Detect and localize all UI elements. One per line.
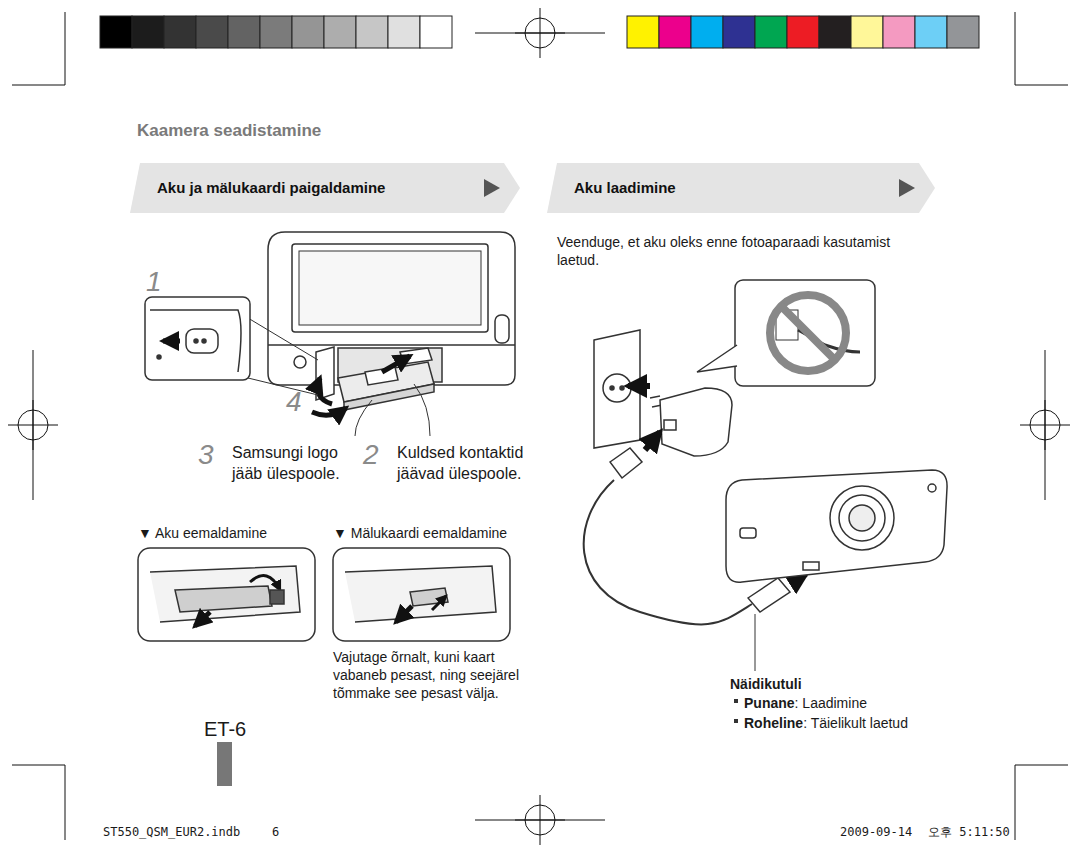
section-banner: Aku ja mälukaardi paigaldamine <box>130 163 520 213</box>
banner-heading: Aku laadimine <box>547 163 935 213</box>
color-patch <box>755 16 787 48</box>
indicator-color: Roheline <box>744 714 803 732</box>
indicator-state: : Täielikult laetud <box>803 714 908 732</box>
registration-mark <box>8 350 58 500</box>
color-patch <box>691 16 723 48</box>
color-patch <box>851 16 883 48</box>
indicator-color: Punane <box>744 694 795 712</box>
crop-mark <box>65 765 66 840</box>
sub-heading: ▼ Aku eemaldamine <box>138 524 267 542</box>
crop-mark <box>65 12 66 85</box>
crop-mark <box>1015 765 1016 840</box>
plug-arrow <box>628 383 650 389</box>
sub-heading: ▼ Mälukaardi eemaldamine <box>333 524 507 542</box>
color-patch <box>196 16 228 48</box>
registration-mark <box>475 795 605 845</box>
color-patch <box>723 16 755 48</box>
crop-mark <box>1015 85 1068 86</box>
color-patch <box>787 16 819 48</box>
step-number: 1 <box>146 264 162 300</box>
indicator-heading: Näidikutuli <box>730 675 802 693</box>
color-patch <box>388 16 420 48</box>
warning-inset <box>697 280 875 386</box>
color-patch <box>915 16 947 48</box>
color-patch <box>100 16 132 48</box>
print-time: 오후 5:11:50 <box>928 825 1010 841</box>
color-patch <box>659 16 691 48</box>
color-patch <box>420 16 452 48</box>
insert-arrow <box>318 378 332 404</box>
print-page: 6 <box>272 825 279 841</box>
camera-back <box>268 232 515 410</box>
printer-marks <box>8 8 1070 845</box>
step-number: 2 <box>363 437 379 473</box>
step-note: Kuldsed kontaktid jäävad ülespoole. <box>397 443 539 485</box>
leader-line <box>755 614 756 671</box>
page-number: ET-6 <box>204 716 246 742</box>
charger <box>650 388 732 456</box>
plug-arrow <box>645 432 660 450</box>
bullet-marks <box>734 699 738 723</box>
banner-heading: Aku ja mälukaardi paigaldamine <box>130 163 520 213</box>
close-arrow <box>312 408 346 415</box>
color-patch <box>356 16 388 48</box>
color-patch <box>627 16 659 48</box>
print-file: ST550_QSM_EUR2.indb <box>103 825 240 841</box>
color-patch <box>819 16 851 48</box>
insert-arrow <box>382 356 410 372</box>
section-title: Kaamera seadistamine <box>137 121 321 141</box>
color-patch <box>883 16 915 48</box>
intro-note: Veenduge, et aku oleks enne fotoaparaadi… <box>557 233 935 269</box>
crop-mark <box>1015 765 1068 766</box>
crop-mark <box>12 765 65 766</box>
step-number: 4 <box>286 384 302 420</box>
crop-mark <box>12 85 65 86</box>
color-patch <box>228 16 260 48</box>
leader-line <box>414 384 430 436</box>
camera-front <box>726 470 947 582</box>
color-patch <box>292 16 324 48</box>
crop-mark <box>1015 12 1016 85</box>
section-banner: Aku laadimine <box>547 163 935 213</box>
indicator-state: : Laadimine <box>795 694 867 712</box>
color-patch <box>947 16 979 48</box>
card-removal <box>333 548 510 641</box>
instruction-note: Vajutage õrnalt, kuni kaart vabaneb pesa… <box>333 648 543 703</box>
battery-removal <box>138 548 315 641</box>
latch-inset <box>145 297 318 395</box>
banner-arrow <box>899 179 915 197</box>
leader-line <box>355 400 372 436</box>
color-patch <box>324 16 356 48</box>
color-patch <box>132 16 164 48</box>
registration-mark <box>475 8 605 58</box>
step-number: 3 <box>198 437 214 473</box>
banner-fill <box>547 163 935 213</box>
color-patch <box>260 16 292 48</box>
color-patch <box>164 16 196 48</box>
print-date: 2009-09-14 <box>840 825 912 841</box>
registration-mark <box>1020 350 1070 500</box>
banner-arrow <box>484 179 500 197</box>
page-tab <box>217 742 232 786</box>
step-note: Samsungi logo jääb ülespoole. <box>232 443 370 485</box>
banner-fill <box>130 163 520 213</box>
